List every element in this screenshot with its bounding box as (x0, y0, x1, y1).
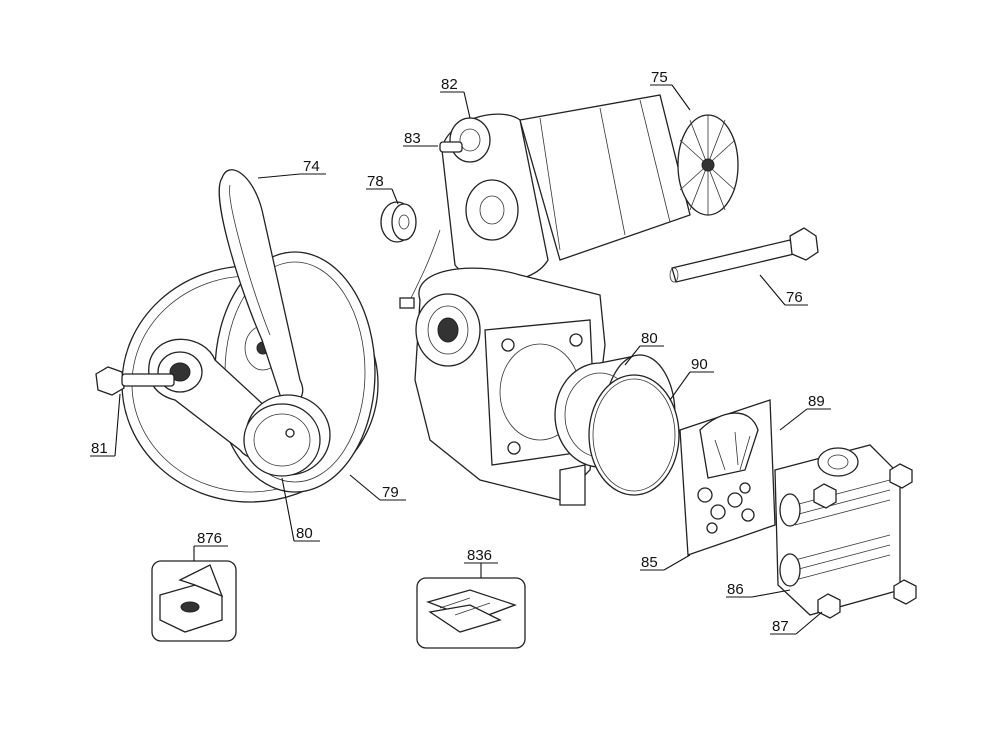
fan-75 (677, 114, 739, 216)
callout-81: 81 (91, 440, 108, 457)
leader-lines (90, 84, 831, 635)
through-bolt-76 (669, 227, 819, 283)
callout-78: 78 (367, 173, 384, 190)
kit-876-box (151, 560, 237, 642)
callout-labels: 82 75 83 74 78 76 80 90 89 81 79 80 876 … (91, 69, 825, 635)
o-ring-90 (588, 374, 680, 496)
callout-82: 82 (441, 76, 458, 93)
callout-86: 86 (727, 581, 744, 598)
motor-pulley-80 (243, 394, 331, 477)
callout-89: 89 (808, 393, 825, 410)
callout-74: 74 (303, 158, 320, 175)
callout-85: 85 (641, 554, 658, 571)
callout-80-sleeve: 80 (641, 330, 658, 347)
callout-80-pulley: 80 (296, 525, 313, 542)
cylinder-head-86 (774, 444, 917, 619)
callout-876: 876 (197, 530, 222, 547)
callout-83: 83 (404, 130, 421, 147)
washer-78 (380, 201, 417, 243)
callout-76: 76 (786, 289, 803, 306)
callout-90: 90 (691, 356, 708, 373)
callout-79: 79 (382, 484, 399, 501)
callout-75: 75 (651, 69, 668, 86)
callout-836: 836 (467, 547, 492, 564)
bolt-81 (95, 366, 175, 396)
valve-plate-85 (679, 399, 776, 556)
callout-87: 87 (772, 618, 789, 635)
kit-836-box (416, 577, 526, 649)
